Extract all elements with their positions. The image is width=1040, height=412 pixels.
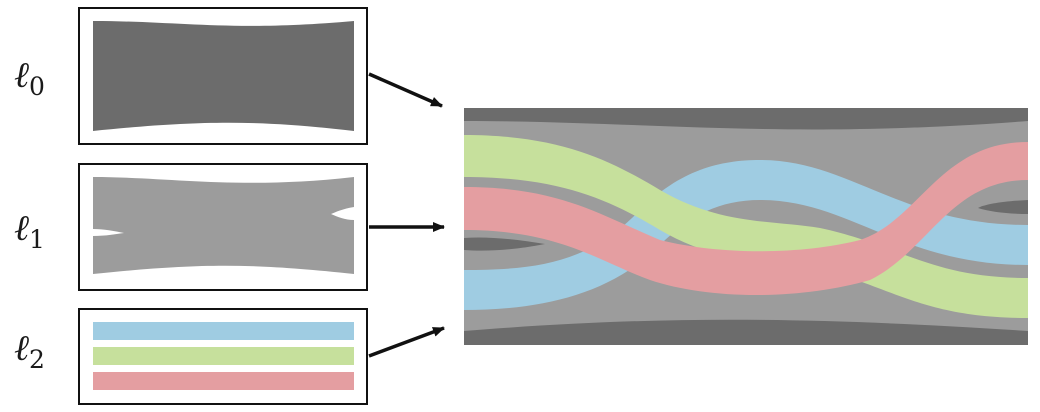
- layer-2-red-band: [93, 372, 354, 390]
- layer-0-shape: [93, 21, 354, 131]
- composite-left-dark-sliver: [464, 237, 545, 251]
- layer-label-l0: ℓ0: [14, 55, 45, 101]
- layer-1-shape: [93, 177, 354, 274]
- composite-image: [464, 108, 1028, 345]
- composite-green-band: [464, 135, 1028, 318]
- layer-1-panel: [78, 163, 368, 291]
- layer-0-panel: [78, 7, 368, 145]
- composite-blue-band: [464, 160, 1028, 310]
- layer-2-blue-band: [93, 322, 354, 340]
- layer-2-green-band: [93, 347, 354, 365]
- composite-right-dark-sliver: [978, 200, 1028, 214]
- layer-2-panel: [78, 308, 368, 405]
- layer-label-l2: ℓ2: [14, 328, 45, 374]
- layer-label-l1: ℓ1: [14, 208, 45, 254]
- composite-red-band: [464, 142, 1028, 295]
- arrow-l0-to-composite: [368, 72, 443, 108]
- arrow-l2-to-composite: [368, 326, 445, 358]
